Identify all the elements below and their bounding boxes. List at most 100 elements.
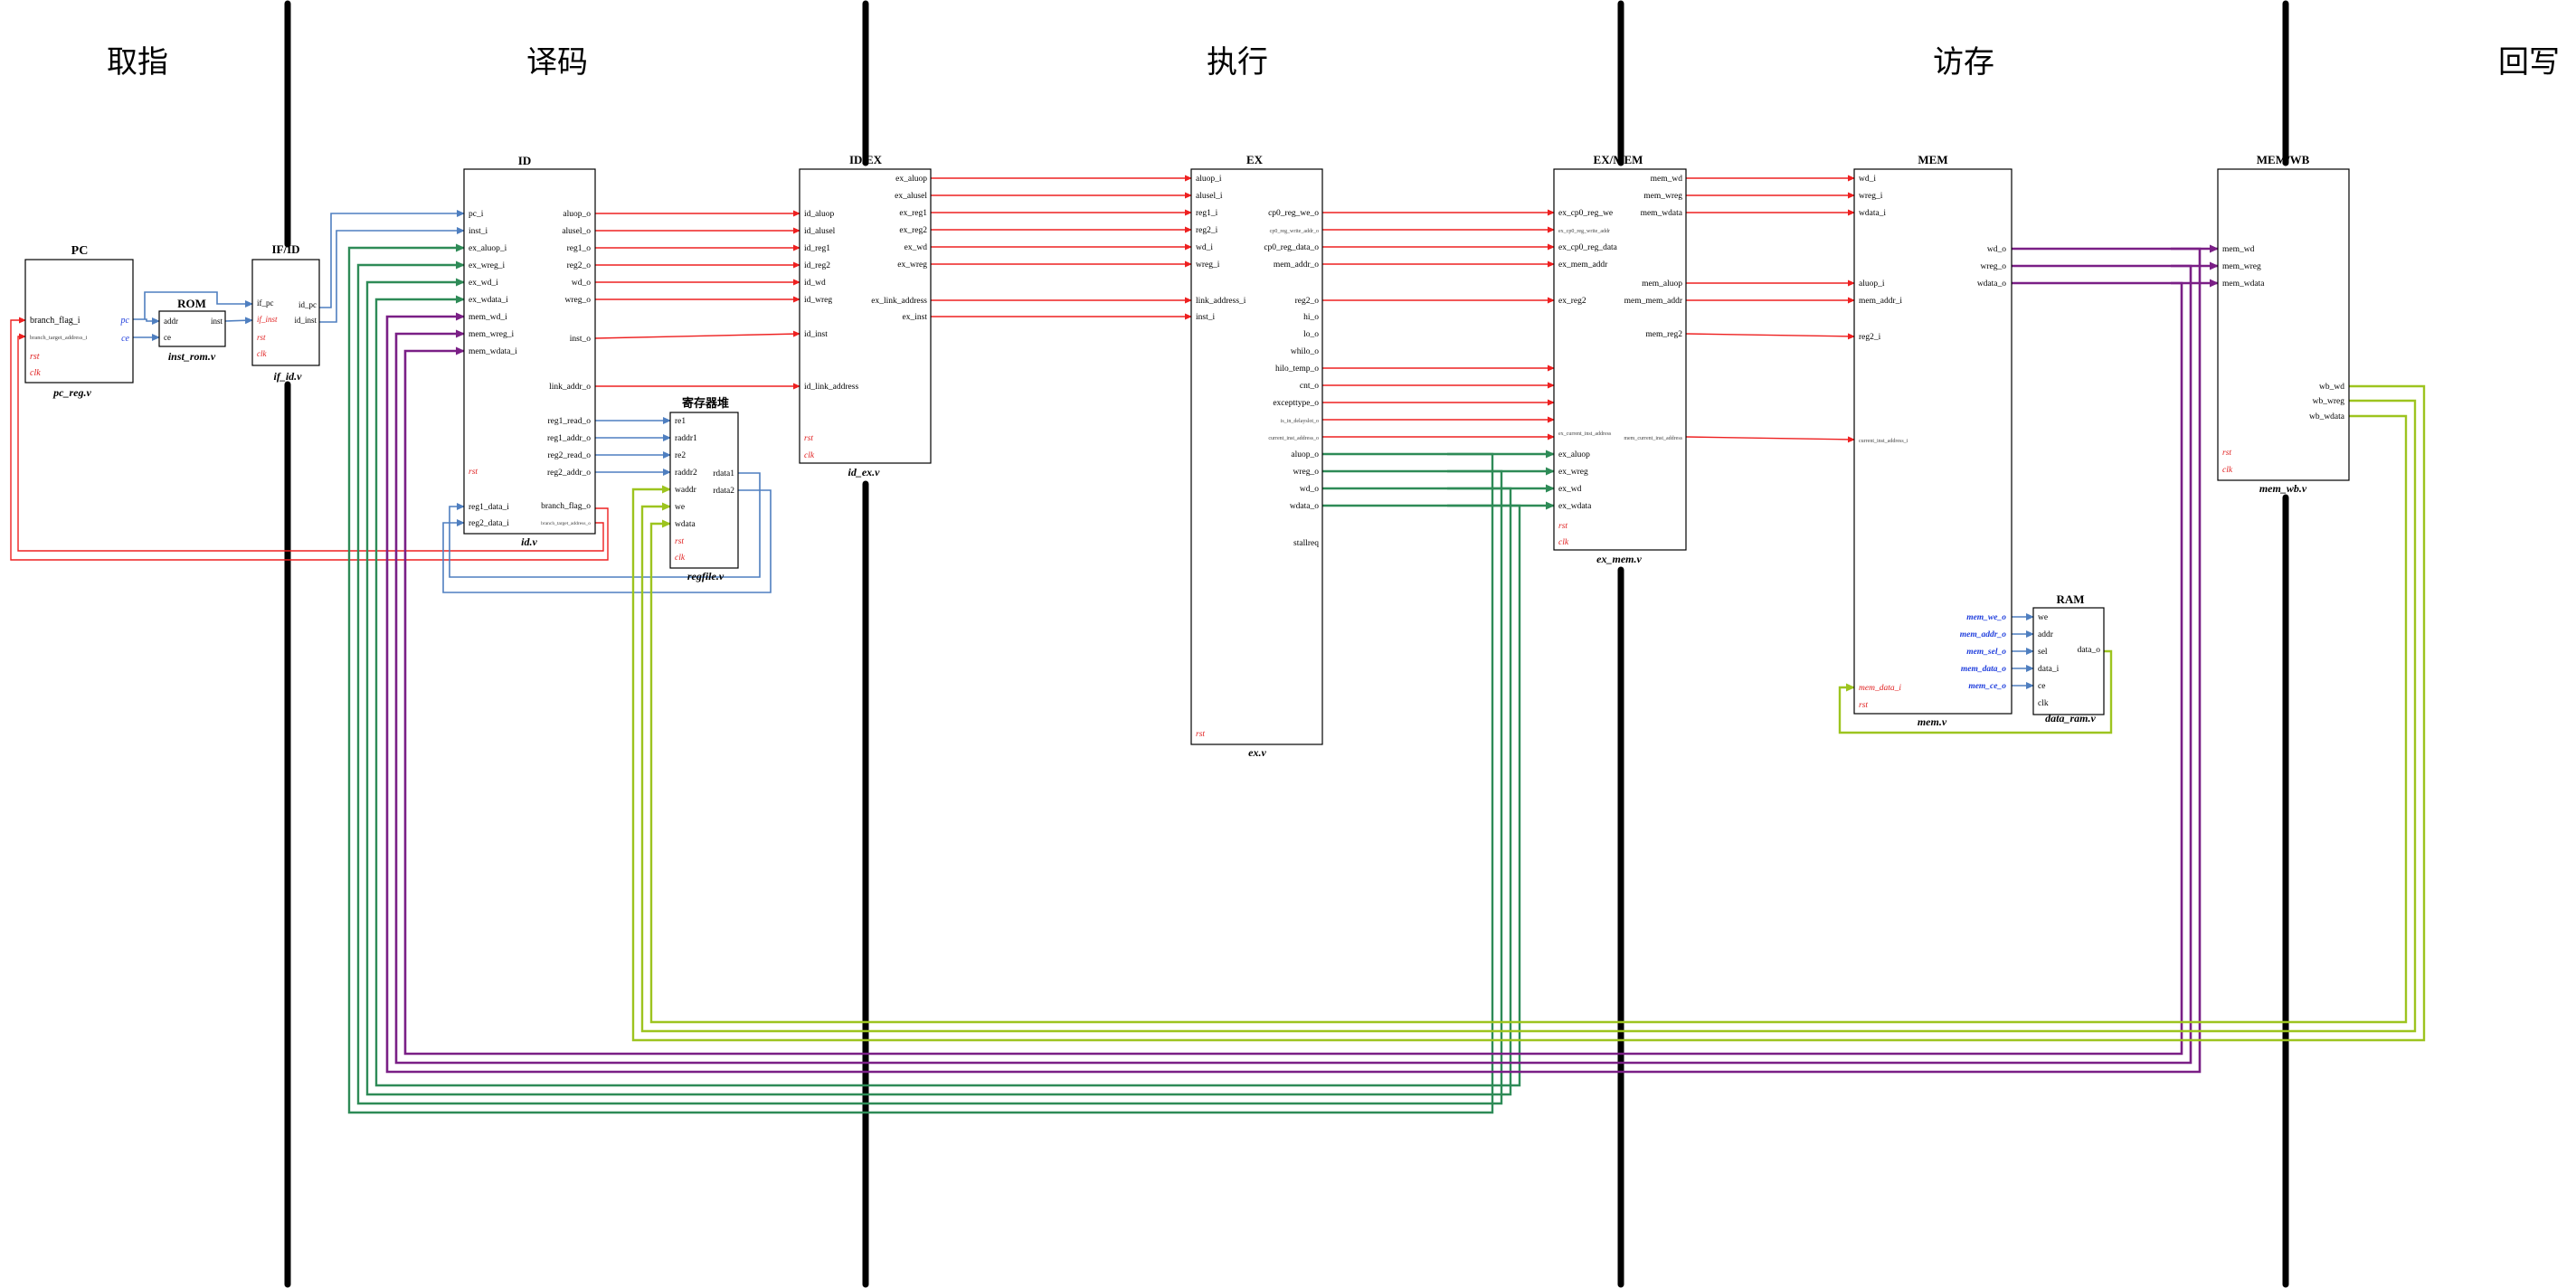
rom-port-addr: addr — [164, 317, 178, 326]
mem-in-mem-data-i: mem_data_i — [1859, 684, 1901, 693]
regfile-out-rdata2: rdata2 — [713, 487, 734, 496]
id-out-wreg-o: wreg_o — [565, 296, 592, 305]
id-out-aluop-o: aluop_o — [563, 210, 591, 219]
id-inputs: pc_i inst_i ex_aluop_i ex_wreg_i ex_wd_i… — [469, 210, 517, 528]
green-wire-54 — [374, 295, 1521, 1087]
green-wire-53 — [365, 278, 1512, 1096]
stage-title-memory: 访存 — [1933, 45, 1994, 80]
stage-dividers — [284, 0, 2289, 1288]
ex-in-inst-i: inst_i — [1196, 313, 1215, 322]
green-wire-51 — [347, 243, 1494, 1114]
ex-title: EX — [1246, 153, 1264, 166]
mem-outputs: wd_o wreg_o wdata_o — [1977, 245, 2006, 289]
module-if-id: IF/ID if_pc if_inst rst clk id_pc id_ins… — [251, 242, 320, 383]
exmem-file: ex_mem.v — [1596, 553, 1642, 565]
ex-out-is-in-delayslot-o: is_in_delayslot_o — [1281, 419, 1319, 424]
ram-inputs: we addr sel data_i ce clk — [2038, 613, 2060, 708]
id-in-pc-i: pc_i — [469, 210, 484, 219]
ex-out-hi-o: hi_o — [1303, 313, 1319, 322]
module-regfile: 寄存器堆 re1 raddr1 re2 raddr2 waddr we wdat… — [669, 396, 739, 582]
mem-out-wreg-o: wreg_o — [1981, 262, 2007, 271]
exmem-in-cp0-reg-data: ex_cp0_reg_data — [1558, 243, 1618, 252]
ex-out-current-inst-address-o: current_inst_address_o — [1268, 436, 1319, 441]
ex-in-wd-i: wd_i — [1196, 243, 1213, 252]
ram-in-ce: ce — [2038, 682, 2045, 691]
idex-in-reg1: id_reg1 — [804, 244, 830, 253]
exmem-in-wd: ex_wd — [1558, 485, 1582, 494]
rom-port-inst: inst — [211, 317, 223, 326]
mem-in-wdata-i: wdata_i — [1859, 209, 1886, 218]
ex-in-link-address-i: link_address_i — [1196, 297, 1246, 306]
pc-port-branch-target: branch_target_address_i — [30, 335, 88, 341]
module-rom: ROM addr ce inst inst_rom.v — [158, 297, 226, 363]
memwb-in-clk: clk — [2222, 466, 2233, 475]
id-in-ex-wdata-i: ex_wdata_i — [469, 296, 508, 305]
blue-wire-0 — [133, 317, 160, 325]
blue-wire-4 — [319, 210, 465, 308]
ifid-port-if-pc: if_pc — [257, 298, 274, 308]
rom-box — [158, 310, 226, 347]
id-out-inst-o: inst_o — [570, 335, 591, 344]
mem-out-wdata-o: wdata_o — [1977, 279, 2006, 289]
exmem-inputs: ex_cp0_reg_we ex_cp0_reg_write_addr ex_c… — [1558, 209, 1618, 547]
exmem-outputs: mem_wd mem_wreg mem_wdata mem_aluop mem_… — [1624, 175, 1682, 441]
ram-in-we: we — [2038, 613, 2048, 622]
pc-box — [24, 259, 134, 384]
lime-wire-61 — [631, 384, 2426, 1042]
exmem-in-clk: clk — [1558, 538, 1569, 547]
lime-wire-63 — [649, 414, 2408, 1024]
ex-out-wd-o: wd_o — [1300, 485, 1319, 494]
ex-outputs: cp0_reg_we_o cp0_reg_write_addr_o cp0_re… — [1264, 209, 1319, 548]
ex-in-alusel-i: alusel_i — [1196, 192, 1223, 201]
idex-outputs: ex_aluop ex_alusel ex_reg1 ex_reg2 ex_wd… — [871, 175, 927, 322]
ram-out-data-o: data_o — [2078, 646, 2101, 655]
red-wire-6 — [10, 317, 609, 561]
ex-out-wdata-o: wdata_o — [1290, 502, 1319, 511]
idex-in-wreg: id_wreg — [804, 296, 832, 305]
ram-in-data-i: data_i — [2038, 665, 2060, 674]
idex-out-link-address: ex_link_address — [871, 297, 927, 306]
mem-out-mem-addr-o: mem_addr_o — [1960, 630, 2006, 639]
purple-wire-59 — [394, 264, 2192, 1065]
mem-out-mem-data-o: mem_data_o — [1961, 665, 2006, 674]
pc-port-pc: pc — [120, 316, 130, 326]
exmem-in-cp0-reg-we: ex_cp0_reg_we — [1558, 209, 1613, 218]
idex-file: id_ex.v — [848, 466, 881, 478]
stage-titles: 取指 译码 执行 访存 回写 — [107, 45, 2560, 80]
id-out-alusel-o: alusel_o — [562, 227, 591, 236]
memwb-inputs: mem_wd mem_wreg mem_wdata rst clk — [2222, 245, 2265, 475]
id-in-mem-wreg-i: mem_wreg_i — [469, 330, 514, 339]
memwb-in-mem-wd: mem_wd — [2222, 245, 2255, 254]
module-ram: RAM we addr sel data_i ce clk data_o dat… — [2032, 592, 2105, 724]
ex-file: ex.v — [1248, 746, 1266, 759]
module-id-ex: ID/EX id_aluop id_alusel id_reg1 id_reg2… — [799, 153, 932, 478]
idex-in-clk: clk — [804, 451, 815, 460]
mem-ram-outputs: mem_we_o mem_addr_o mem_sel_o mem_data_o… — [1960, 613, 2006, 691]
memwb-title: MEM/WB — [2257, 153, 2310, 166]
id-out-wd-o: wd_o — [572, 279, 591, 288]
id-out-branch-target-o: branch_target_address_o — [541, 521, 591, 526]
idex-out-wreg: ex_wreg — [897, 260, 927, 270]
ex-in-wreg-i: wreg_i — [1196, 260, 1220, 270]
purple-wire-60 — [403, 281, 2183, 1056]
rom-title: ROM — [177, 297, 206, 310]
blue-wire-2 — [144, 291, 253, 319]
mem-out-wd-o: wd_o — [1987, 245, 2006, 254]
regfile-in-rst: rst — [675, 537, 684, 546]
ram-in-sel: sel — [2038, 648, 2048, 657]
mem-in-wd-i: wd_i — [1859, 175, 1876, 184]
pc-port-branch-flag: branch_flag_i — [30, 316, 80, 326]
ram-in-addr: addr — [2038, 630, 2054, 639]
ex-out-excepttype-o: excepttype_o — [1273, 399, 1319, 408]
green-wire-52 — [356, 260, 1503, 1105]
ram-file: data_ram.v — [2045, 712, 2096, 724]
exmem-out-mem-mem-addr: mem_mem_addr — [1624, 297, 1683, 306]
ex-out-reg2-o: reg2_o — [1295, 297, 1320, 306]
memwb-box — [2217, 168, 2350, 481]
ex-out-hilo-temp-o: hilo_temp_o — [1275, 365, 1319, 374]
red-wire-14 — [594, 330, 800, 339]
idex-out-aluop: ex_aluop — [895, 175, 927, 184]
id-in-rst: rst — [469, 468, 478, 477]
mem-title: MEM — [1918, 153, 1947, 166]
red-wire-45 — [1685, 333, 1855, 340]
